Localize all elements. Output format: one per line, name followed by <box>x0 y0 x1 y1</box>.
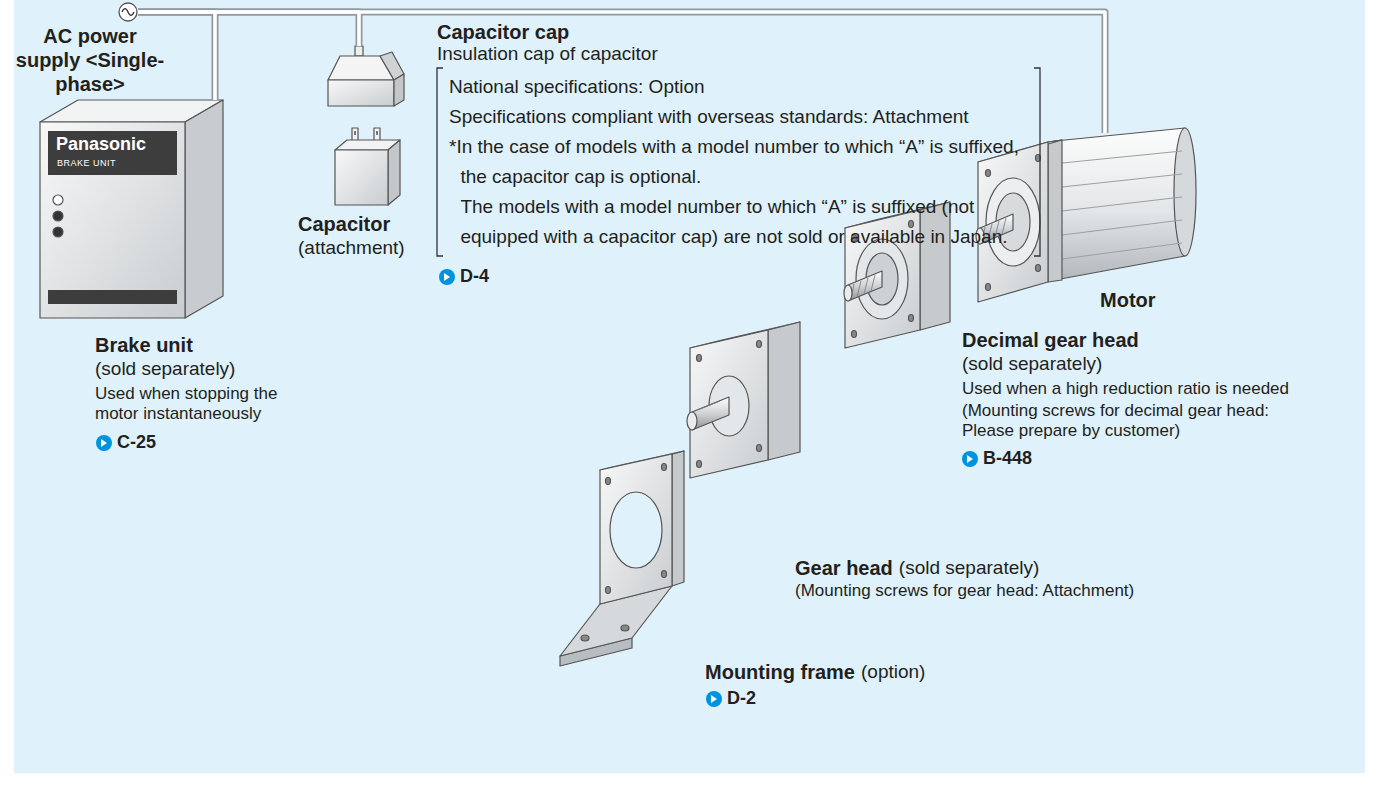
part-name: AC power supply <Single-phase> <box>10 24 170 96</box>
capacitor-cap-illustration <box>328 46 404 106</box>
motor: Motor <box>975 133 1197 303</box>
part-description: (Mounting screws for decimal gear head: … <box>962 401 1292 442</box>
specification-note: *In the case of models with a model numb… <box>449 132 1032 192</box>
note-block: National specifications: OptionSpecifica… <box>449 72 1032 252</box>
decimal-gear-head-illustration <box>844 202 950 348</box>
reference-icon <box>96 435 112 451</box>
page-reference: D-2 <box>727 688 756 710</box>
part-name: Motor <box>1100 288 1156 312</box>
mounting-frame: Mounting frame(option) <box>558 450 686 668</box>
part-name: Brake unit <box>95 333 193 357</box>
part-name: Mounting frame <box>705 660 855 684</box>
power-wire <box>138 12 1105 133</box>
power-supply-circle <box>119 3 137 21</box>
part-description: Used when stopping the motor instantaneo… <box>95 384 295 425</box>
brake-unit-illustration <box>40 100 223 318</box>
capacitor-illustration <box>335 128 400 205</box>
background-panel <box>14 0 1365 773</box>
part-name: Gear head <box>795 556 893 580</box>
part-note: (sold separately) <box>962 353 1102 376</box>
part-name: Capacitor <box>298 212 390 236</box>
reference-icon <box>706 691 722 707</box>
page-reference: C-25 <box>117 432 156 454</box>
bracket <box>437 68 443 256</box>
mounting-frame-illustration <box>560 451 684 666</box>
power-wire <box>138 12 359 46</box>
power-wire <box>138 12 359 46</box>
specification-note: Specifications compliant with overseas s… <box>449 102 1032 132</box>
specification-note: The models with a model number to which … <box>449 192 1032 252</box>
power-supply-symbol: AC power supply <Single-phase> <box>118 2 138 22</box>
page-reference: D-4 <box>460 266 489 288</box>
capacitor-cap: Capacitor capInsulation cap of capacitor <box>328 46 404 106</box>
part-note: (sold separately) <box>95 358 235 381</box>
decimal-gear-head: Decimal gear head(sold separately)Used w… <box>838 200 952 350</box>
capacitor: Capacitor(attachment) <box>335 128 400 205</box>
wire-outline-layer <box>138 12 1105 133</box>
part-name: Decimal gear head <box>962 328 1139 352</box>
gear-head: Gear head(sold separately)(Mounting scre… <box>685 320 802 480</box>
part-note: (sold separately) <box>899 557 1039 580</box>
part-name: Capacitor cap <box>437 20 569 44</box>
power-wire <box>138 12 1105 133</box>
brand-label: Panasonic <box>56 134 146 156</box>
reference-icon <box>439 269 455 285</box>
part-note: (option) <box>861 661 925 684</box>
reference-icon <box>962 451 978 467</box>
specification-note: National specifications: Option <box>449 72 1032 102</box>
part-note: Insulation cap of capacitor <box>437 43 658 66</box>
page-reference: B-448 <box>983 448 1032 470</box>
bracket <box>1034 68 1040 256</box>
part-description: (Mounting screws for gear head: Attachme… <box>795 581 1134 601</box>
bracket-layer <box>437 68 1040 285</box>
panel-label: BRAKE UNIT <box>57 158 116 169</box>
part-description: Used when a high reduction ratio is need… <box>962 379 1289 399</box>
brake-unit: PanasonicBRAKE UNITBrake unit(sold separ… <box>40 100 223 318</box>
gear-head-illustration <box>687 322 800 478</box>
power-supply-symbol <box>118 2 138 22</box>
part-note: (attachment) <box>298 237 405 260</box>
wire-fill-layer <box>138 12 1105 133</box>
ac-symbol <box>122 9 134 16</box>
